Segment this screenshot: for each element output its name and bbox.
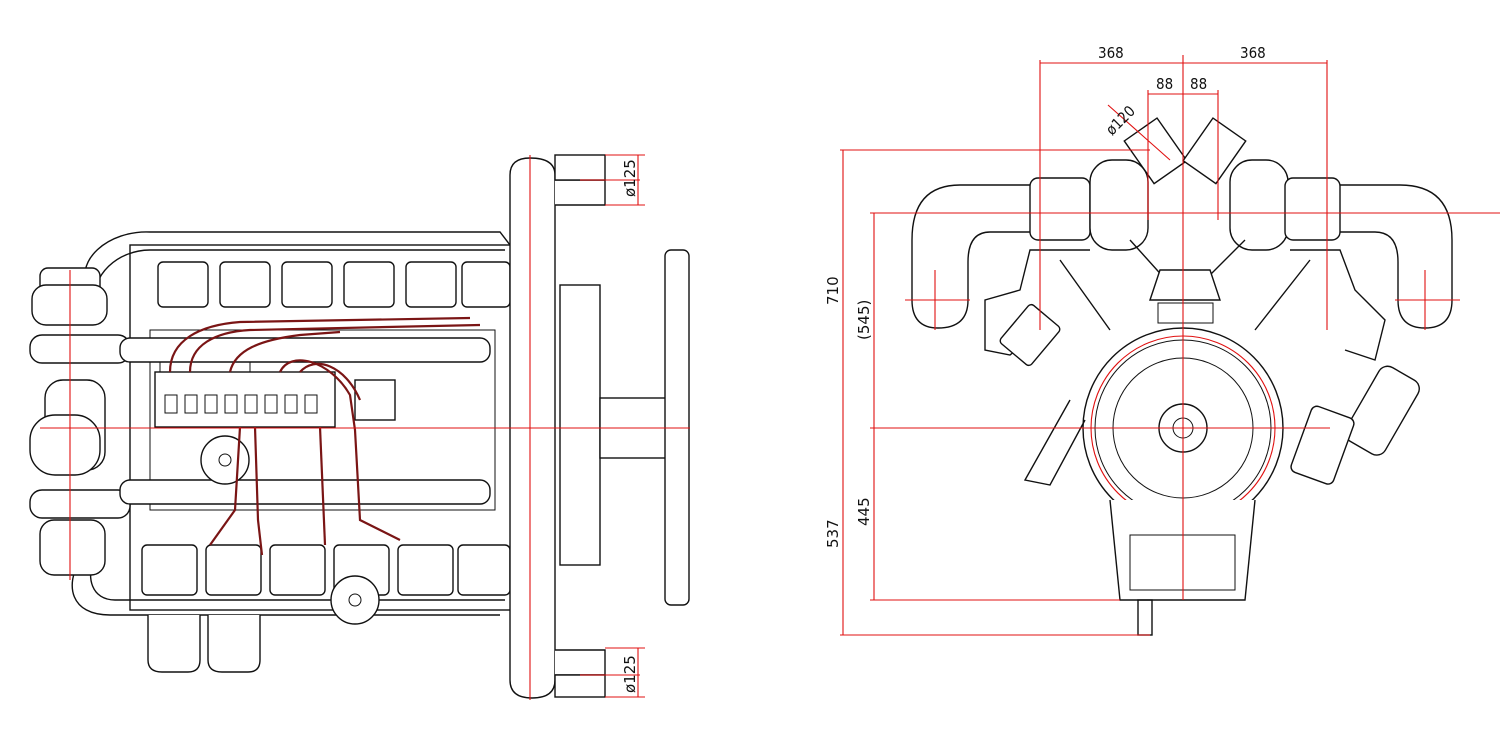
dim-label-inner-left: 88 <box>1156 75 1173 93</box>
air-pipe-right <box>1329 184 1453 329</box>
turbo-right <box>1229 159 1289 251</box>
exhaust-stub-2 <box>207 615 261 673</box>
dim-outlet-top: ø125 <box>605 154 645 206</box>
dim-inner: 88 88 <box>1148 75 1218 95</box>
injection-pump <box>154 371 396 428</box>
exhaust-stub-1 <box>147 615 201 673</box>
charge-air-pipe-lower <box>119 479 491 505</box>
outlet-bottom <box>555 649 606 676</box>
dim-label-total-height: 710 <box>824 276 842 305</box>
left-turbos <box>29 267 131 576</box>
dim-label-outlet-bottom: ø125 <box>621 655 639 693</box>
dim-label-outlet-top: ø125 <box>621 159 639 197</box>
starter-motor <box>1344 365 1420 456</box>
front-view: 368 368 88 88 ø120 710 537 (545) 445 <box>824 44 1500 636</box>
center-lines <box>40 155 690 700</box>
dim-half-width: 368 368 <box>1040 44 1327 64</box>
turbo-outlets <box>1123 117 1247 185</box>
fan-upper <box>200 435 250 485</box>
cylinder-heads-bottom <box>141 544 511 596</box>
dim-label-half-left: 368 <box>1098 44 1124 62</box>
dim-label-inner-right: 88 <box>1190 75 1207 93</box>
air-pipe-left <box>911 184 1041 329</box>
flywheel-housing <box>559 284 601 566</box>
dim-outlet-bottom: ø125 <box>605 647 645 698</box>
fuel-lines <box>168 316 481 556</box>
fan-lower <box>330 575 380 625</box>
dim-vertical-outer: 710 537 <box>824 149 1150 636</box>
dim-label-half-right: 368 <box>1240 44 1266 62</box>
front-center-lines <box>870 55 1500 600</box>
cylinder-heads-top <box>157 261 511 308</box>
dim-label-turbo-outlet: ø120 <box>1102 102 1139 139</box>
top-view: ø125 ø125 <box>29 154 690 700</box>
timing-cover <box>1149 269 1221 301</box>
dim-label-lower-inner: 445 <box>855 497 873 526</box>
dim-label-upper-height: (545) <box>855 300 873 340</box>
dim-label-lower-total: 537 <box>824 519 842 548</box>
dim-vertical-inner: (545) 445 <box>855 213 1120 601</box>
outlet-top <box>555 179 606 206</box>
charge-air-pipe-upper <box>119 337 491 363</box>
turbo-left <box>1029 177 1091 241</box>
